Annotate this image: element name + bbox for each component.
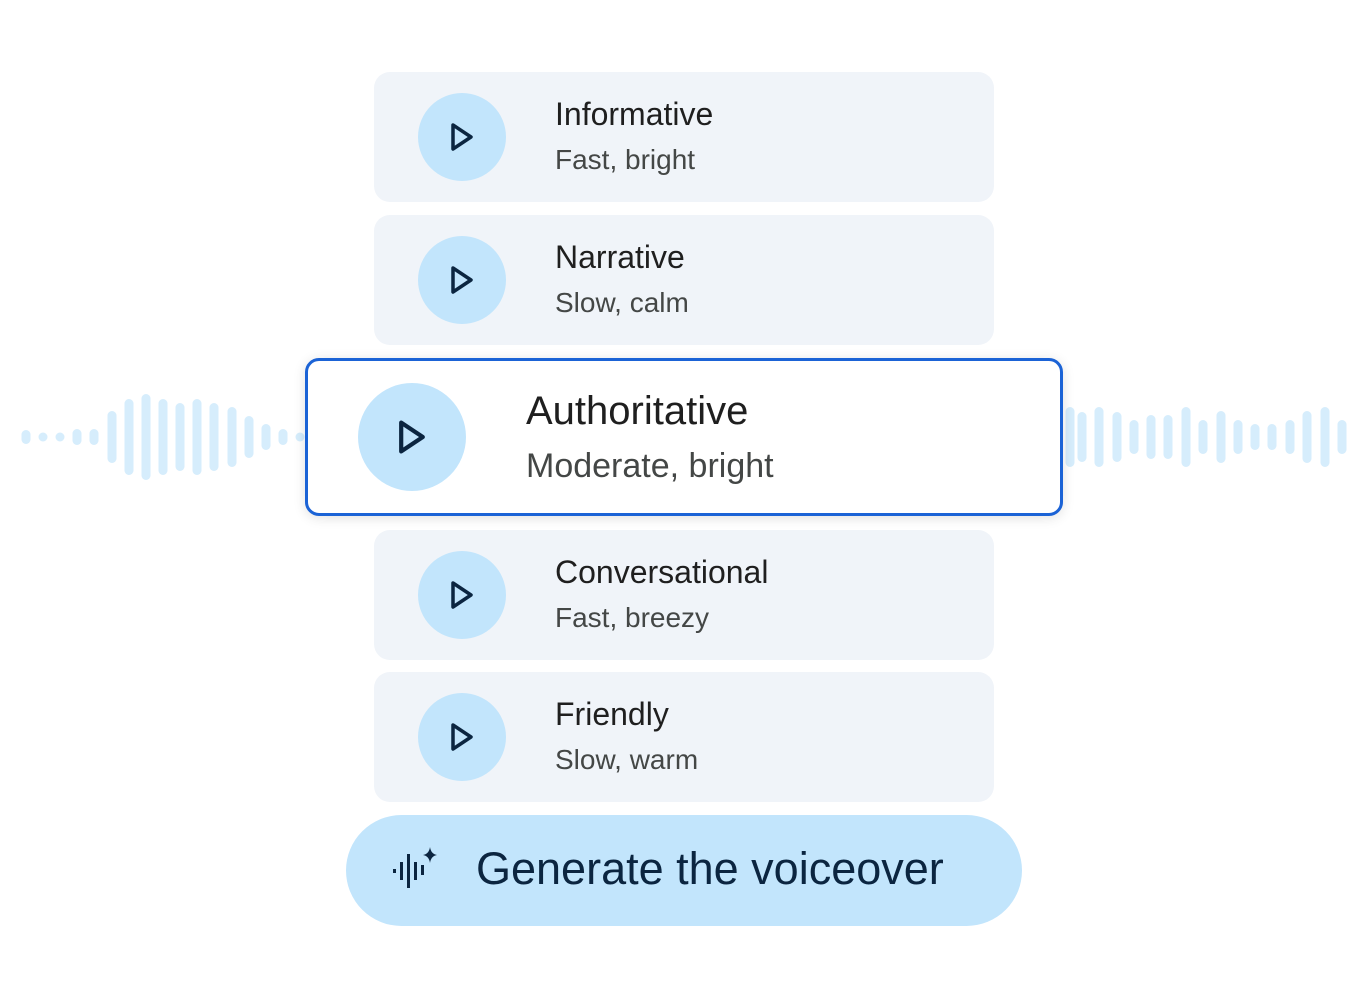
waveform-bar	[89, 429, 99, 445]
waveform-bar	[1302, 411, 1312, 463]
voice-title: Authoritative	[526, 389, 749, 433]
waveform-bar	[1216, 411, 1226, 463]
waveform-bar	[175, 403, 185, 471]
play-icon	[451, 723, 473, 751]
waveform-bar	[192, 399, 202, 475]
play-button[interactable]	[358, 383, 466, 491]
waveform-bar	[1233, 420, 1243, 454]
voice-title: Informative	[555, 96, 714, 132]
play-button[interactable]	[418, 93, 506, 181]
generate-voiceover-label: Generate the voiceover	[476, 843, 944, 894]
waveform-bar	[107, 411, 117, 463]
voice-option-narrative[interactable]: Narrative Slow, calm	[374, 215, 994, 345]
voice-option-informative[interactable]: Informative Fast, bright	[374, 72, 994, 202]
waveform-bar	[244, 416, 254, 458]
play-icon	[399, 420, 425, 454]
voice-option-conversational[interactable]: Conversational Fast, breezy	[374, 530, 994, 660]
voice-option-friendly[interactable]: Friendly Slow, warm	[374, 672, 994, 802]
waveform-bar	[1320, 407, 1330, 467]
play-button[interactable]	[418, 693, 506, 781]
waveform-bar	[124, 399, 134, 475]
play-icon	[451, 581, 473, 609]
voice-subtitle: Moderate, bright	[526, 447, 774, 485]
waveform-bar	[21, 430, 31, 444]
waveform-bar	[1285, 420, 1295, 454]
waveform-bar	[209, 403, 219, 471]
play-icon	[451, 123, 473, 151]
voice-subtitle: Fast, breezy	[555, 602, 710, 633]
waveform-bar	[1337, 420, 1347, 454]
waveform-bar	[1267, 424, 1277, 450]
waveform-bar	[1198, 420, 1208, 454]
voice-subtitle: Slow, calm	[555, 287, 689, 318]
generate-voiceover-button[interactable]: Generate the voiceover	[346, 815, 1022, 926]
waveform-bar	[1077, 412, 1087, 462]
waveform-bar	[1250, 424, 1260, 450]
waveform-bar	[1129, 420, 1139, 454]
waveform-bar	[1094, 407, 1104, 467]
waveform-bar	[1163, 415, 1173, 459]
waveform-bar	[1065, 407, 1075, 467]
voice-option-authoritative-selected[interactable]: Authoritative Moderate, bright	[305, 358, 1063, 516]
waveform-bar	[141, 394, 151, 480]
waveform-bar	[158, 399, 168, 475]
voice-title: Narrative	[555, 239, 685, 275]
voice-title: Conversational	[555, 554, 769, 590]
voice-subtitle: Slow, warm	[555, 744, 699, 775]
waveform-bar	[295, 432, 305, 442]
waveform-bar	[1146, 415, 1156, 459]
voice-title: Friendly	[555, 696, 669, 732]
play-button[interactable]	[418, 551, 506, 639]
waveform-bar	[261, 424, 271, 450]
audio-spark-icon	[393, 847, 437, 888]
play-button[interactable]	[418, 236, 506, 324]
waveform-bar	[227, 407, 237, 467]
waveform-bar	[72, 429, 82, 445]
waveform-bar	[38, 432, 48, 442]
waveform-bar	[1112, 412, 1122, 462]
waveform-bar	[55, 432, 65, 442]
play-icon	[451, 266, 473, 294]
waveform-bar	[1181, 407, 1191, 467]
waveform-bar	[278, 429, 288, 445]
voice-subtitle: Fast, bright	[555, 144, 696, 175]
